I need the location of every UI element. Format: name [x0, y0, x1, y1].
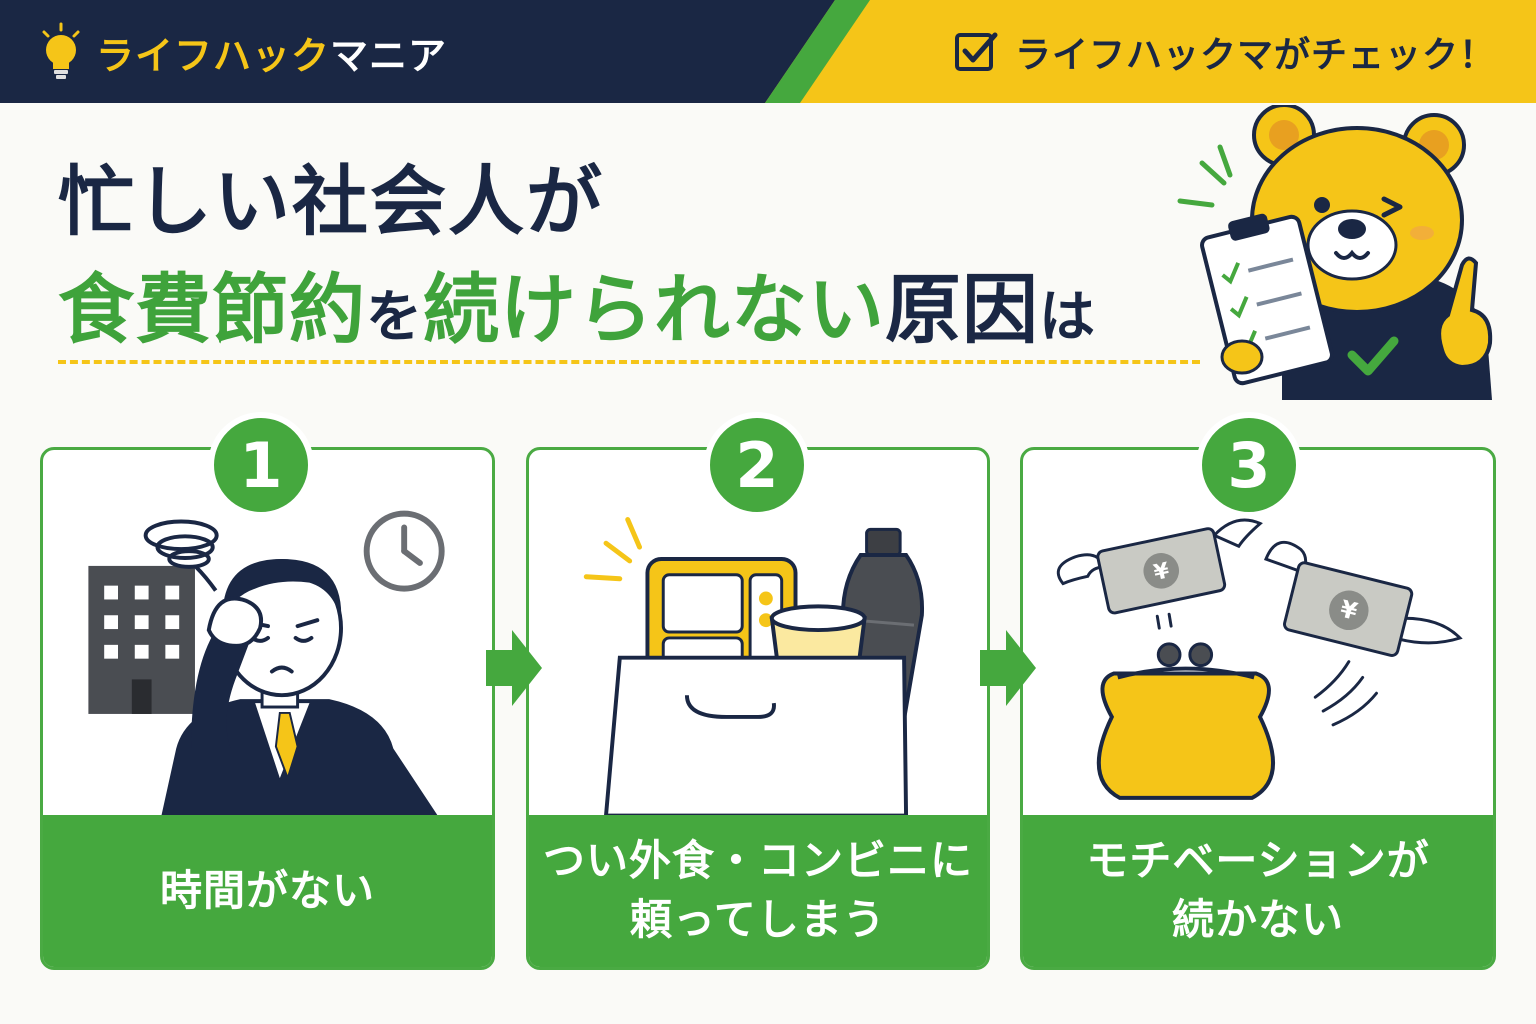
cause-label-3: モチベーションが 続かない [1023, 815, 1493, 967]
page-title-line2: 食費節約を続けられない原因は [58, 248, 1096, 358]
yen-symbol: ¥ [1337, 595, 1360, 626]
cause-3-text-line1: モチベーションが [1086, 836, 1430, 886]
title-keyword-cause: 原因 [885, 265, 1039, 354]
convenience-store-illustration: ぃぃ [583, 517, 925, 818]
brand-logo[interactable]: ライフハックマニア [38, 20, 447, 84]
cause-card-3: ¥ ¥ モチベーションが 続かない [1020, 447, 1496, 970]
cause-card-1: 時間がない [40, 447, 495, 970]
lightbulb-icon [42, 22, 80, 79]
check-banner: ライフハックマがチェック！ [953, 24, 1496, 80]
money-flying-illustration: ¥ ¥ [1056, 518, 1463, 800]
cause-label-2: つい外食・コンビニに 頼ってしまう [529, 815, 987, 967]
brand-name-part2: マニア [330, 33, 448, 78]
title-divider [58, 360, 1200, 364]
purse-icon [1096, 642, 1276, 800]
title-keyword-continue: 続けられない [423, 265, 885, 354]
cause-2-text-line2: 頼ってしまう [630, 895, 886, 944]
yen-symbol: ¥ [1152, 558, 1172, 586]
yen-bill-icon: ¥ [1056, 518, 1263, 615]
arrow-right-icon [980, 630, 1036, 706]
title-particle-wa: は [1039, 285, 1096, 350]
header-background [0, 0, 1536, 103]
cause-3-text-line2: 続かない [1171, 895, 1344, 944]
title-keyword-food-saving: 食費節約 [58, 265, 366, 354]
bear-mascot [1177, 105, 1493, 400]
cause-2-text-line1: つい外食・コンビニに [542, 836, 973, 886]
cause-label-1: 時間がない [43, 815, 492, 967]
cause-number-badge-1: 1 [208, 412, 314, 518]
sparkle-icon [583, 517, 643, 582]
cause-card-2: ぃぃ つい外食・コンビニに 頼ってしまう [526, 447, 990, 970]
sparkle-icon [1177, 144, 1233, 208]
checkbox-icon [954, 32, 998, 71]
clock-icon [363, 510, 445, 592]
yen-bill-icon: ¥ [1264, 540, 1463, 657]
arrow-right-icon [486, 630, 542, 706]
cause-number-badge-2: 2 [704, 412, 810, 518]
title-particle-wo: を [366, 285, 423, 350]
shopping-bag-icon [603, 655, 909, 818]
header-banner: ライフハックマニア ライフハックマがチェック！ [0, 0, 1536, 103]
stress-swirl-icon [143, 519, 219, 592]
check-banner-label: ライフハックマがチェック！ [1014, 35, 1496, 76]
building-icon [88, 565, 195, 714]
cause-number-badge-3: 3 [1196, 412, 1302, 518]
busy-worker-illustration [88, 510, 445, 816]
brand-name-part1: ライフハック [96, 33, 331, 78]
cause-1-text-line1: 時間がない [159, 865, 375, 915]
page-title-line1: 忙しい社会人が [58, 157, 604, 246]
